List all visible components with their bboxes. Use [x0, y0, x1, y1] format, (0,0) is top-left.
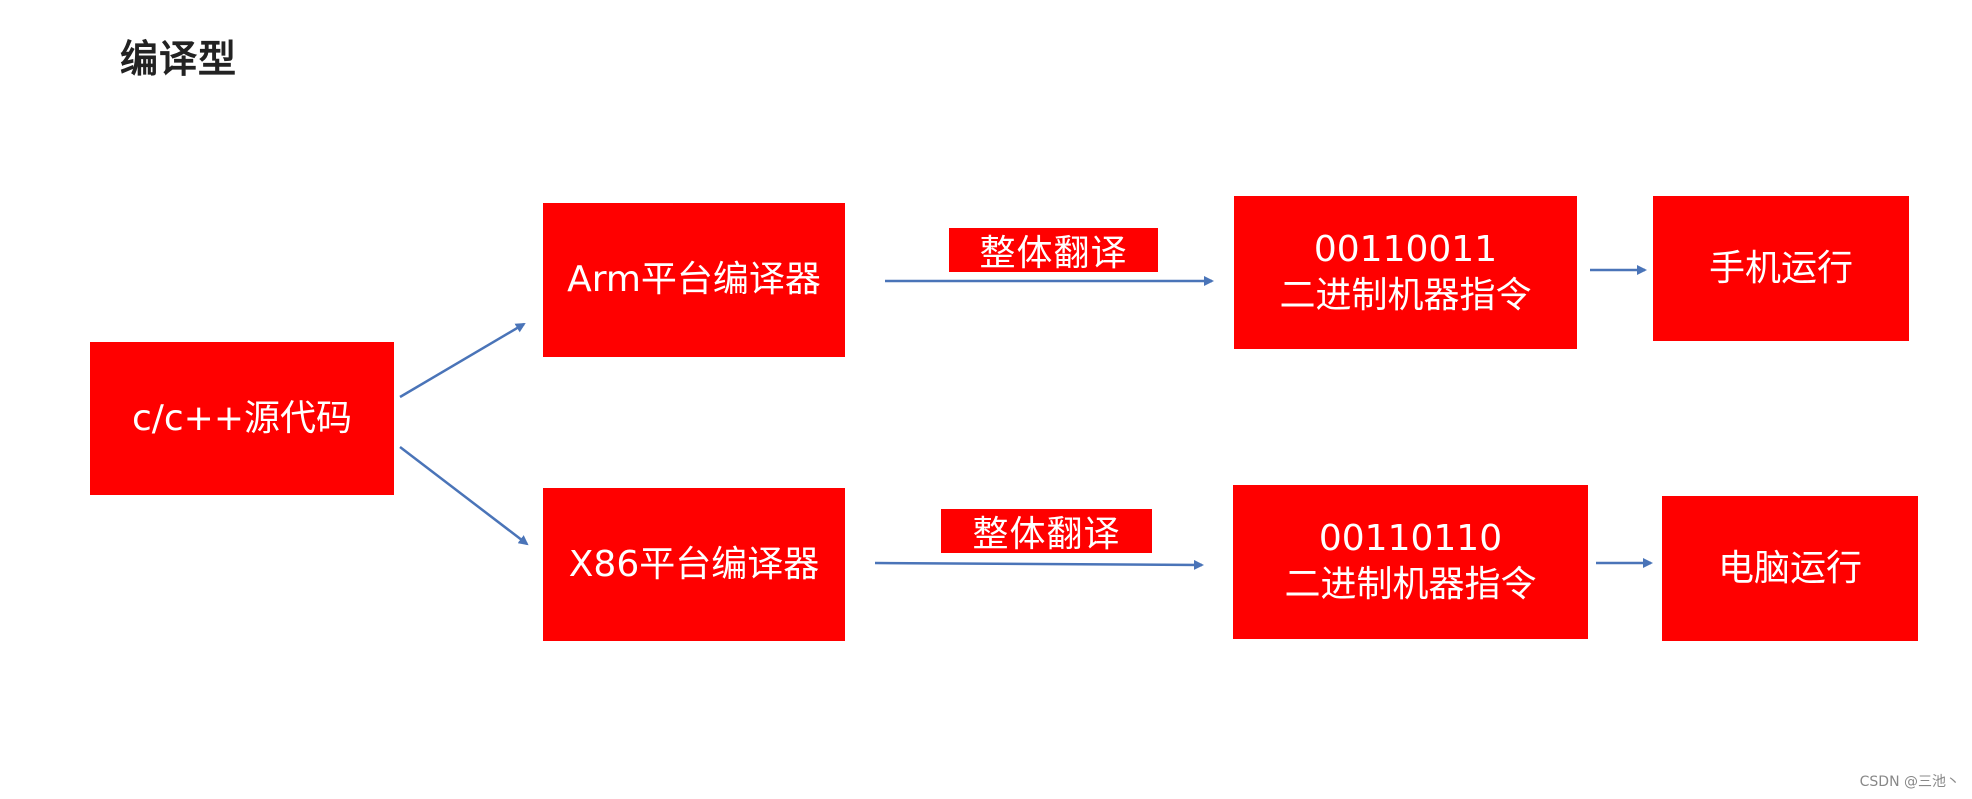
- arm-binary-box: 00110011 二进制机器指令: [1234, 196, 1577, 349]
- arrow-x86-to-binary: [874, 559, 1204, 570]
- pc-run-label: 电脑运行: [1717, 547, 1862, 589]
- translate-label-arm: 整体翻译: [949, 228, 1158, 274]
- x86-binary-box: 00110110 二进制机器指令: [1233, 485, 1588, 639]
- translate-label-x86-text: 整体翻译: [972, 514, 1121, 555]
- translate-label-arm-text: 整体翻译: [979, 233, 1128, 274]
- page-title: 编译型: [120, 37, 238, 81]
- arm-compiler-label: Arm平台编译器: [567, 259, 821, 300]
- arm-binary-code: 00110011: [1313, 228, 1498, 270]
- phone-run-label: 手机运行: [1708, 247, 1853, 289]
- arrow-source-to-arm: [399, 322, 526, 399]
- phone-run-box: 手机运行: [1653, 196, 1909, 341]
- source-code-label: c/c++源代码: [131, 397, 353, 439]
- x86-compiler-box: X86平台编译器: [543, 488, 845, 641]
- x86-compiler-label: X86平台编译器: [568, 543, 820, 585]
- arm-compiler-box: Arm平台编译器: [543, 203, 845, 357]
- translate-label-x86: 整体翻译: [941, 509, 1152, 555]
- x86-binary-desc: 二进制机器指令: [1284, 564, 1537, 605]
- arm-binary-desc: 二进制机器指令: [1279, 274, 1532, 316]
- source-code-box: c/c++源代码: [90, 342, 394, 495]
- pc-run-box: 电脑运行: [1662, 496, 1918, 641]
- arrow-source-to-x86: [399, 446, 529, 546]
- x86-binary-code: 00110110: [1318, 518, 1503, 559]
- watermark: CSDN @三池丶: [1859, 774, 1960, 790]
